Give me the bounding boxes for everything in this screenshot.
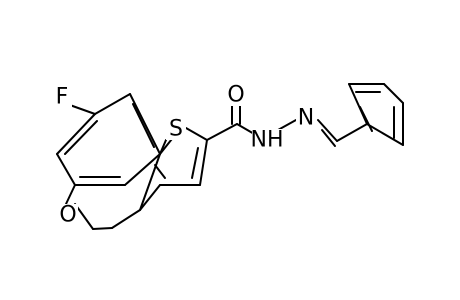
double-bond xyxy=(132,103,155,148)
bond xyxy=(56,113,96,155)
bond xyxy=(336,123,368,142)
bond xyxy=(199,139,208,186)
bond xyxy=(366,123,404,146)
thiophene-ring xyxy=(139,127,208,211)
bond xyxy=(94,93,131,115)
bond xyxy=(65,184,76,205)
carbonyl-oxygen-label: O xyxy=(227,83,244,108)
bond xyxy=(56,153,76,186)
bond xyxy=(139,153,161,211)
fluorine-label: F xyxy=(56,85,69,110)
hydrazone-chain xyxy=(206,102,368,147)
phenyl-ring xyxy=(348,83,404,146)
imine-n-label: N xyxy=(298,106,314,131)
atom-labels: F S O O NH N xyxy=(52,83,316,228)
bond xyxy=(277,119,297,131)
bond xyxy=(317,119,338,142)
bond xyxy=(92,227,113,230)
double-bond xyxy=(359,106,373,132)
bond xyxy=(383,83,404,104)
double-bond xyxy=(154,164,166,179)
bond xyxy=(206,123,238,141)
fluorobenzene-ring xyxy=(56,93,161,186)
ring-oxygen-label: O xyxy=(59,203,76,228)
bond xyxy=(111,209,141,229)
bond xyxy=(139,184,161,211)
amide-nh-label: NH xyxy=(251,128,284,153)
bond xyxy=(185,127,208,141)
double-bond xyxy=(64,120,98,155)
bond xyxy=(129,93,161,155)
double-bond xyxy=(191,147,199,179)
bond xyxy=(124,153,161,186)
bond xyxy=(348,83,368,125)
bond xyxy=(159,139,167,155)
double-bond xyxy=(321,129,336,147)
sulfur-label: S xyxy=(169,117,183,142)
